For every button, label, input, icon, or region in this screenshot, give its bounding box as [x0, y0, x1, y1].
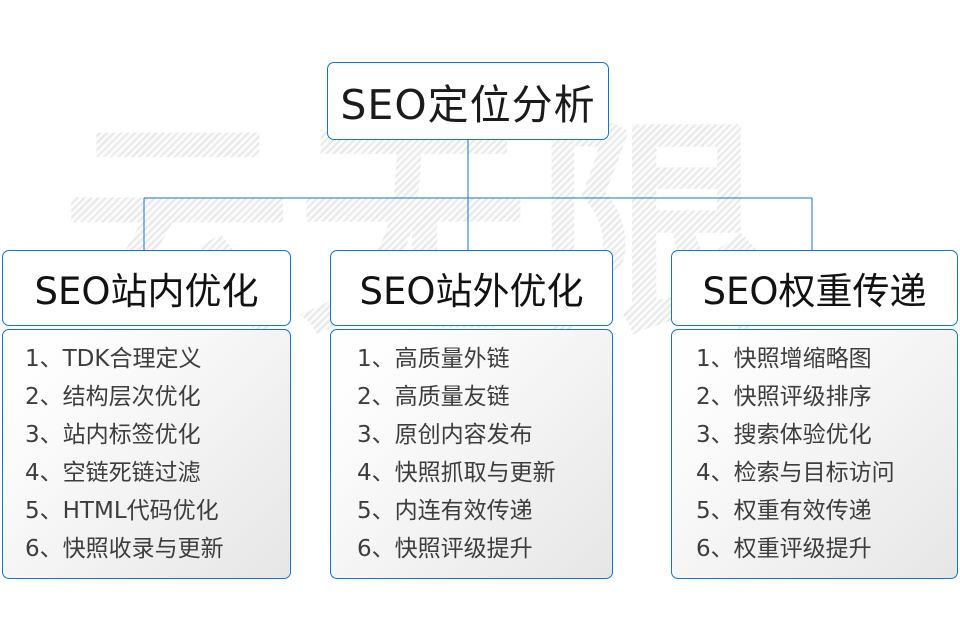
- list-item: 2、快照评级排序: [696, 384, 872, 410]
- list-item: 1、高质量外链: [357, 346, 510, 372]
- list-item: 4、检索与目标访问: [696, 460, 895, 486]
- branch-column-seo-onsite: SEO站内优化 1、TDK合理定义 2、结构层次优化 3、站内标签优化 4、空链…: [2, 250, 291, 579]
- list-item: 2、高质量友链: [357, 384, 510, 410]
- column-body: 1、高质量外链 2、高质量友链 3、原创内容发布 4、快照抓取与更新 5、内连有…: [330, 329, 613, 579]
- column-body: 1、TDK合理定义 2、结构层次优化 3、站内标签优化 4、空链死链过滤 5、H…: [2, 329, 291, 579]
- list-item: 6、权重评级提升: [696, 536, 872, 562]
- branch-column-seo-offsite: SEO站外优化 1、高质量外链 2、高质量友链 3、原创内容发布 4、快照抓取与…: [330, 250, 613, 579]
- list-item: 5、HTML代码优化: [25, 498, 219, 524]
- column-body: 1、快照增缩略图 2、快照评级排序 3、搜索体验优化 4、检索与目标访问 5、权…: [671, 329, 958, 579]
- list-item: 5、权重有效传递: [696, 498, 872, 524]
- root-node-label: SEO定位分析: [340, 81, 596, 129]
- column-header-label: SEO站外优化: [359, 270, 584, 313]
- column-header-label: SEO站内优化: [34, 270, 259, 313]
- list-item: 2、结构层次优化: [25, 384, 201, 410]
- list-item: 1、TDK合理定义: [25, 346, 202, 372]
- list-item: 3、搜索体验优化: [696, 422, 872, 448]
- list-item: 4、空链死链过滤: [25, 460, 201, 486]
- list-item: 6、快照评级提升: [357, 536, 533, 562]
- column-header[interactable]: SEO站内优化: [2, 250, 291, 326]
- branch-column-seo-weight: SEO权重传递 1、快照增缩略图 2、快照评级排序 3、搜索体验优化 4、检索与…: [671, 250, 958, 579]
- list-item: 3、站内标签优化: [25, 422, 201, 448]
- list-item: 4、快照抓取与更新: [357, 460, 556, 486]
- column-header[interactable]: SEO站外优化: [330, 250, 613, 326]
- list-item: 6、快照收录与更新: [25, 536, 224, 562]
- column-header[interactable]: SEO权重传递: [671, 250, 958, 326]
- list-item: 3、原创内容发布: [357, 422, 533, 448]
- list-item: 5、内连有效传递: [357, 498, 533, 524]
- root-node[interactable]: SEO定位分析: [327, 62, 609, 140]
- list-item: 1、快照增缩略图: [696, 346, 872, 372]
- column-header-label: SEO权重传递: [702, 270, 927, 313]
